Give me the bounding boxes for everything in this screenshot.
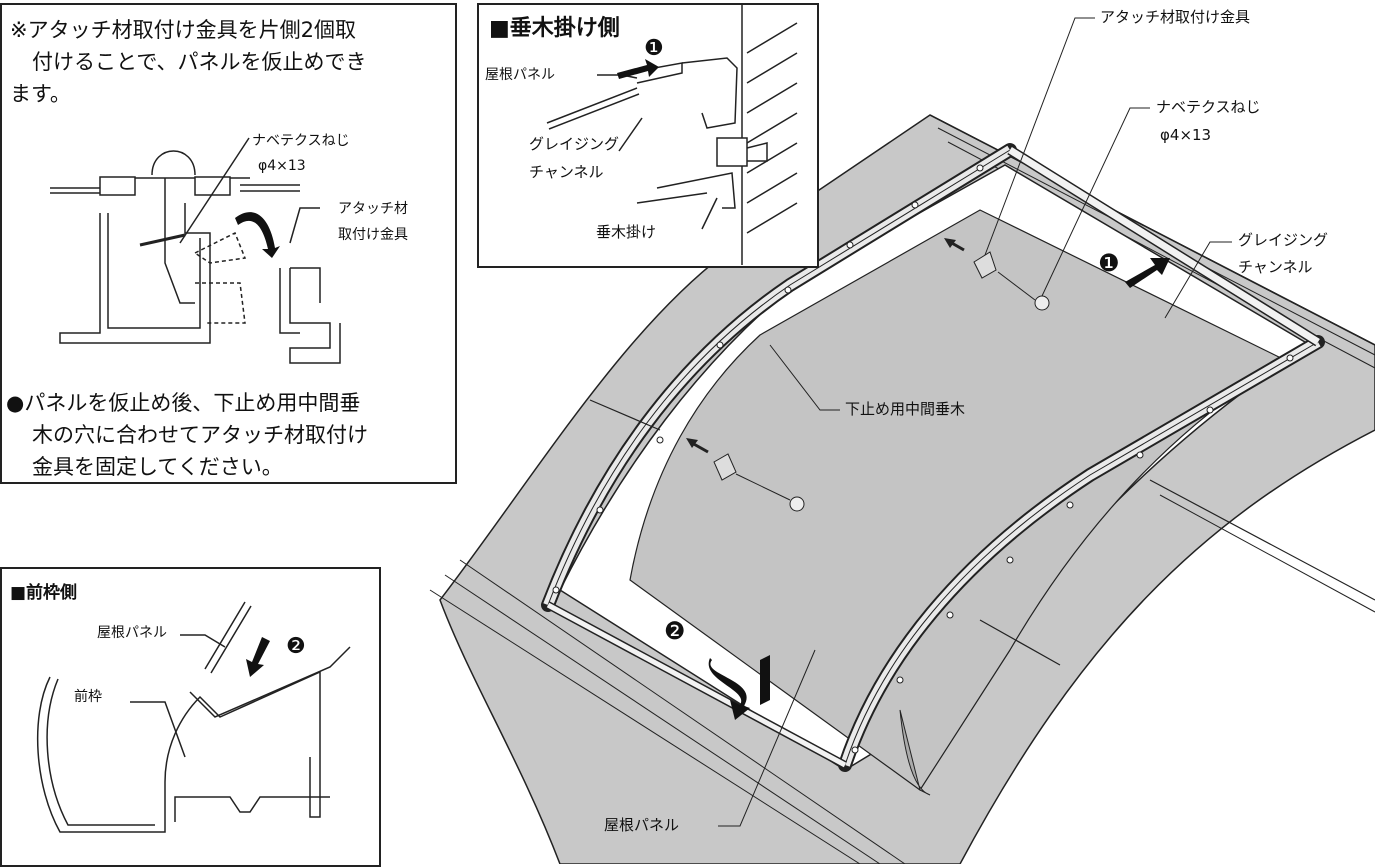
front-box-title: ■前枠側 [10,583,78,603]
main-step1-badge: ❶ [1098,249,1120,277]
note-bullet-line-3: 金具を固定してください。 [32,455,283,479]
front-frame-label: 前枠 [74,689,102,705]
main-bracket-label: アタッチ材取付け金具 [1100,8,1251,26]
note-bracket-label-1: アタッチ材 [338,201,408,217]
note-bullet-line-2: 木の穴に合わせてアタッチ材取付け [32,423,368,447]
note-screw-size: φ4×13 [258,158,306,174]
note-line-2: 付けることで、パネルを仮止めでき [32,50,367,74]
bracket-upper [944,238,1050,311]
note-line-3: ます。 [10,82,71,106]
step1-arrow [1125,258,1170,288]
main-step2-badge: ❷ [664,617,686,645]
rafter-glazing-label-1: グレイジング [529,135,620,153]
profile-drawing [50,137,341,364]
note-line-1: ※アタッチ材取付け金具を片側2個取 [10,18,356,42]
rafter-step1-badge: ❶ [644,36,664,61]
main-screw-size: φ4×13 [1160,126,1212,144]
front-box: ■前枠側 屋根パネル ❷ 前枠 [0,567,381,867]
main-roof-panel-label: 屋根パネル [604,816,680,834]
step2-arrow [708,658,750,720]
rafter-glazing-label-2: チャンネル [529,163,604,181]
note-bracket-label-2: 取付け金具 [338,227,408,243]
front-step2-badge: ❷ [286,634,306,659]
note-box: ※アタッチ材取付け金具を片側2個取 付けることで、パネルを仮止めでき ます。 ナ… [0,3,457,484]
rafter-box-title: ■垂木掛け側 [489,16,620,41]
main-mid-rafter-label: 下止め用中間垂木 [845,400,966,418]
rafter-hanger-label: 垂木掛け [596,223,657,241]
front-panel-label: 屋根パネル [97,625,167,641]
rafter-box: ■垂木掛け側 ❶ 屋根パネル グレイジング チャンネル 垂木掛け [477,3,819,268]
bracket-lower [686,438,805,512]
front-frame-drawing [36,601,351,833]
main-glazing-label-1: グレイジング [1238,231,1329,249]
note-bullet-line-1: ●パネルを仮止め後、下止め用中間垂 [6,391,361,415]
main-glazing-label-2: チャンネル [1238,258,1313,276]
main-screw-label: ナベテクスねじ [1156,98,1261,116]
note-screw-label: ナベテクスねじ [252,133,350,149]
rafter-panel-label: 屋根パネル [485,67,555,83]
rafter-drawing [546,5,798,265]
